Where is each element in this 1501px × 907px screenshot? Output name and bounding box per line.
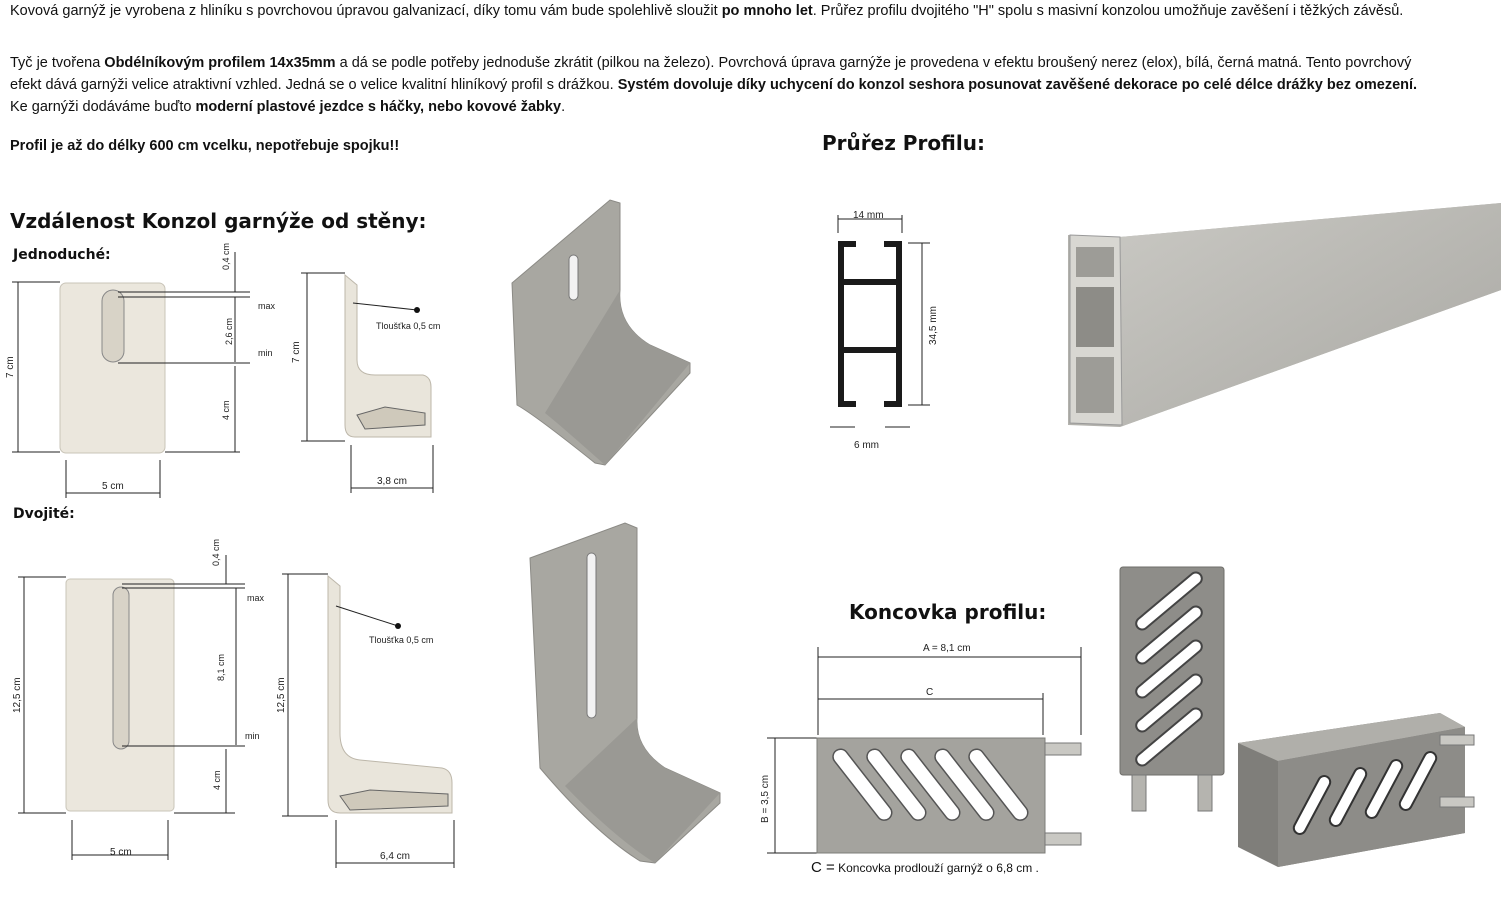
double-min-label: min	[245, 731, 260, 741]
end-cap-diagram: A = 8,1 cm C B = 3,5 cm	[760, 643, 1082, 854]
double-slot-label: 8,1 cm	[216, 654, 226, 681]
end-cap-photo	[1119, 566, 1475, 867]
end-cap-slots	[832, 748, 1029, 821]
double-max-label: max	[247, 593, 265, 603]
cross-section-heading: Průřez Profilu:	[822, 131, 985, 155]
single-thickness-label: Tloušťka 0,5 cm	[376, 321, 440, 331]
end-cap-c-label: C	[926, 687, 933, 698]
thickness-pointer-dot	[395, 623, 401, 629]
intro-bold: po mnoho let	[721, 3, 813, 19]
end-cap-photo-leg	[1197, 774, 1213, 812]
double-depth-label: 6,4 cm	[380, 851, 410, 862]
single-heading: Jednoduché:	[13, 247, 111, 263]
rail-face	[1120, 203, 1501, 427]
bracket-photo-slot	[586, 552, 597, 719]
end-cap-caption: C = Koncovka prodlouží garnýž o 6,8 cm .	[811, 859, 1039, 876]
end-cap-b-label: B = 3,5 cm	[760, 775, 771, 823]
single-height-label: 7 cm	[5, 356, 16, 378]
single-side-height-label: 7 cm	[291, 341, 302, 363]
end-cap-photo-clip	[1439, 734, 1475, 746]
double-bracket-photo	[529, 522, 721, 864]
single-bracket-photo	[511, 199, 691, 466]
caption-text: Koncovka prodlouží garnýž o 6,8 cm .	[834, 861, 1039, 875]
profile-rail-photo	[1068, 203, 1501, 427]
intro-text: .	[561, 99, 566, 115]
single-bracket-side-diagram: 7 cm Tloušťka 0,5 cm 3,8 cm	[291, 272, 440, 493]
profile-cross-section-diagram: 14 mm 34,5 mm 6 mm	[830, 210, 939, 451]
bracket-clip	[356, 406, 426, 430]
end-cap-photo-horizontal-top	[1238, 713, 1465, 761]
end-cap-photo-horizontal-face	[1278, 727, 1465, 867]
single-min-label: min	[258, 348, 273, 358]
bracket-photo-slot	[568, 254, 579, 301]
double-heading: Dvojité:	[13, 506, 75, 522]
double-width-label: 5 cm	[110, 847, 132, 858]
profile-height-label: 34,5 mm	[928, 306, 939, 345]
double-bracket-front-diagram: 12,5 cm 0,4 cm 8,1 cm 4 cm max min 5 cm	[12, 539, 265, 860]
intro-text: a dá se podle potřeby jednoduše zkrátit …	[10, 55, 1412, 93]
rail-cavity-bottom	[1076, 357, 1114, 413]
bracket-photo-shade	[545, 290, 690, 465]
single-bottom-label: 4 cm	[221, 400, 231, 420]
single-slot-label: 2,6 cm	[224, 318, 234, 345]
end-cap-photo-clip	[1439, 796, 1475, 808]
double-side-height-label: 12,5 cm	[276, 677, 287, 713]
intro-bold: Systém dovoluje díky uchycení do konzol …	[617, 77, 1418, 93]
bracket-side-shape	[344, 273, 432, 438]
rail-cavity-top	[1076, 247, 1114, 277]
intro-text: Tyč je tvořena	[10, 55, 105, 71]
end-cap-clip-bottom	[1044, 832, 1082, 846]
bracket-photo-shade	[565, 718, 720, 863]
profile-h-shape	[838, 241, 902, 407]
bracket-clip	[339, 789, 449, 811]
caption-c: C =	[811, 859, 835, 876]
intro-paragraph-3: Profil je až do délky 600 cm vcelku, nep…	[10, 138, 400, 154]
single-bracket-front-diagram: 7 cm 0,4 cm 2,6 cm 4 cm max min 5 cm	[5, 243, 276, 498]
single-depth-label: 3,8 cm	[377, 476, 407, 487]
intro-text: Kovová garnýž je vyrobena z hliníku s po…	[10, 3, 722, 19]
intro-text: Ke garnýži dodáváme buďto	[10, 99, 196, 115]
bracket-plate	[59, 282, 166, 454]
double-bottom-label: 4 cm	[212, 770, 222, 790]
intro-text: . Průřez profilu dvojitého "H" spolu s m…	[812, 3, 1404, 19]
profile-width-label: 14 mm	[853, 210, 884, 221]
end-cap-heading: Koncovka profilu:	[849, 600, 1047, 624]
end-cap-photo-leg	[1131, 774, 1147, 812]
intro-bold: moderní plastové jezdce s háčky, nebo ko…	[195, 99, 562, 115]
bracket-slot	[101, 289, 125, 363]
profile-slot-label: 6 mm	[854, 440, 879, 451]
single-width-label: 5 cm	[102, 481, 124, 492]
end-cap-clip-top	[1044, 742, 1082, 756]
bracket-slot	[112, 586, 130, 750]
end-cap-a-label: A = 8,1 cm	[923, 643, 971, 654]
double-height-label: 12,5 cm	[12, 677, 23, 713]
single-max-label: max	[258, 301, 276, 311]
distance-heading: Vzdálenost Konzol garnýže od stěny:	[10, 209, 427, 233]
double-top-label: 0,4 cm	[211, 539, 221, 566]
intro-paragraph-1: Kovová garnýž je vyrobena z hliníku s po…	[10, 0, 1430, 22]
intro-bold: Obdélníkovým profilem 14x35mm	[104, 55, 336, 71]
thickness-pointer-dot	[414, 307, 420, 313]
single-top-label: 0,4 cm	[221, 243, 231, 270]
double-bracket-side-diagram: 12,5 cm Tloušťka 0,5 cm 6,4 cm	[276, 573, 455, 868]
double-thickness-label: Tloušťka 0,5 cm	[369, 635, 433, 645]
bracket-side-shape	[327, 574, 453, 814]
rail-cavity-middle	[1076, 287, 1114, 347]
intro-paragraph-2: Tyč je tvořena Obdélníkovým profilem 14x…	[10, 52, 1430, 118]
